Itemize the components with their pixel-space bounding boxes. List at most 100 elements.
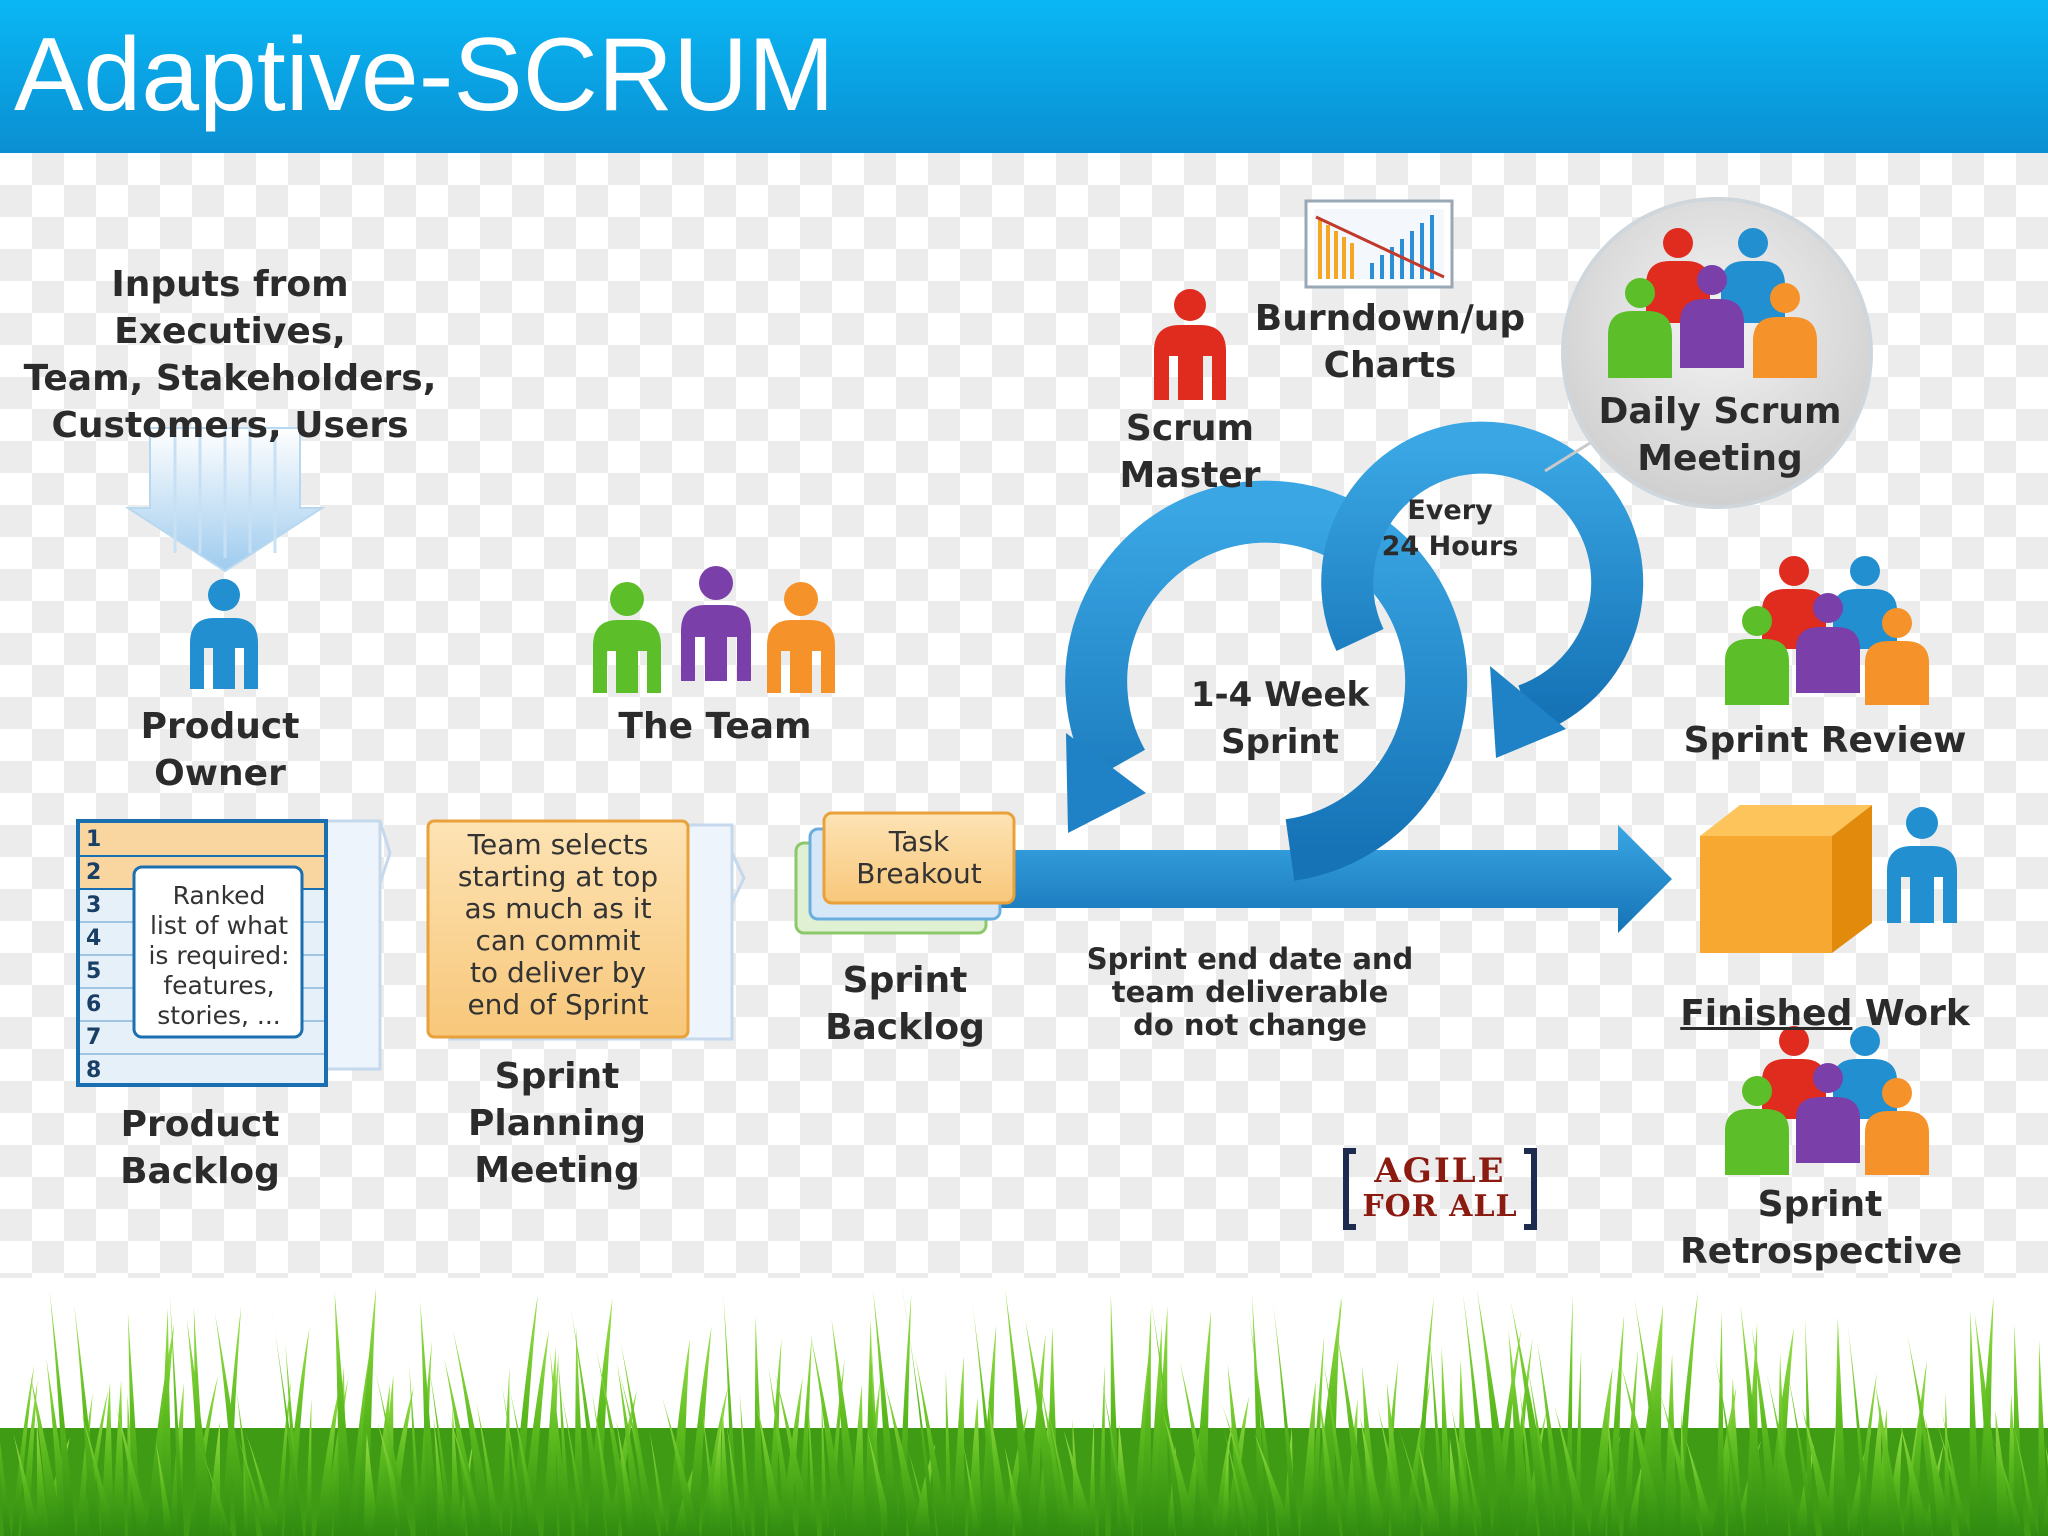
grass-blade — [208, 1421, 222, 1536]
grass-blade — [1519, 1389, 1538, 1536]
grass-blade — [1005, 1288, 1037, 1536]
backlog-row-6: 6 — [86, 992, 102, 1017]
grass-blade — [901, 1286, 937, 1536]
grass-blade — [768, 1366, 796, 1536]
grass-blade — [1322, 1354, 1352, 1536]
grass-blade — [821, 1394, 829, 1536]
sprint-end-note: Sprint end date and team deliverable do … — [1086, 942, 1414, 1042]
grass-blade — [1155, 1306, 1169, 1536]
grass-blade — [1252, 1294, 1268, 1536]
grass-blade — [1969, 1309, 1981, 1536]
finished-work-label: Finished Work — [1680, 943, 1970, 1037]
inputs-label: Inputs from Executives, Team, Stakeholde… — [23, 264, 437, 446]
grass-blade — [754, 1315, 766, 1536]
grass-blade — [1026, 1333, 1046, 1536]
grass-blade — [1685, 1438, 1716, 1536]
grass-blade — [2041, 1494, 2048, 1536]
grass-blade — [906, 1444, 932, 1536]
grass-blade — [1708, 1325, 1746, 1536]
product-owner-person-icon — [190, 579, 258, 689]
grass-blade — [1476, 1289, 1515, 1536]
grass-blade — [511, 1294, 538, 1536]
grass-blade — [1607, 1409, 1620, 1536]
grass-blade — [1526, 1359, 1556, 1536]
backlog-row-3: 3 — [86, 893, 102, 918]
grass-blade — [1221, 1445, 1230, 1536]
grass-blade — [1300, 1379, 1316, 1536]
product-backlog-note: Ranked list of what is required: feature… — [148, 881, 290, 1030]
grass-blade — [952, 1355, 966, 1536]
grass-blade — [11, 1364, 35, 1536]
finished-work-label-rest: Work — [1852, 993, 1970, 1034]
daily-scrum-label: Daily Scrum Meeting — [1598, 391, 1842, 479]
agile-logo-line2: FOR ALL — [1362, 1189, 1518, 1224]
grass-blade — [1386, 1381, 1406, 1536]
grass-blade — [686, 1325, 712, 1536]
grass-blade — [1098, 1364, 1106, 1536]
grass-blade — [774, 1373, 815, 1536]
sprint-retrospective-people-icon — [1725, 1026, 1929, 1175]
grass-blade — [116, 1408, 152, 1536]
sprint-backlog-cards — [794, 811, 1016, 935]
grass-blade — [897, 1294, 912, 1536]
grass-blade — [196, 1440, 233, 1536]
grass-blade — [1336, 1328, 1372, 1536]
grass-blade — [1751, 1327, 1783, 1536]
grass-blade — [1063, 1429, 1096, 1536]
grass-blade — [30, 1374, 65, 1536]
the-team-label: The Team — [618, 706, 812, 747]
grass-blade — [2013, 1425, 2039, 1536]
grass-blade — [591, 1390, 616, 1536]
sprint-retrospective-label: Sprint Retrospective — [1680, 1184, 1963, 1272]
grass-blade — [74, 1304, 101, 1536]
grass-blade — [808, 1400, 818, 1536]
grass-blade — [509, 1389, 540, 1536]
grass-blade — [1133, 1341, 1151, 1536]
grass-blade — [80, 1410, 116, 1536]
grass-blade — [913, 1443, 936, 1536]
grass-blade — [1875, 1384, 1904, 1536]
grass-blade — [1413, 1296, 1434, 1536]
inputs-arrows-icon — [124, 427, 326, 573]
grass-blade — [1659, 1391, 1702, 1536]
grass-blade — [1099, 1368, 1129, 1536]
grass-blade — [618, 1368, 659, 1536]
the-team-people-icon — [593, 566, 835, 693]
grass-blade — [1394, 1417, 1432, 1536]
grass-blade — [215, 1313, 251, 1536]
grass-blade — [1038, 1375, 1070, 1536]
product-backlog-label: Product Backlog — [120, 1104, 280, 1192]
grass-blade — [559, 1384, 588, 1536]
grass-blade — [112, 1380, 126, 1536]
agile-logo-text: AGILE FOR ALL — [1356, 1153, 1524, 1225]
sprint-planning-note: Team selects starting at top as much as … — [457, 828, 659, 1021]
grass-blade — [1417, 1442, 1442, 1536]
grass-blade — [1826, 1413, 1838, 1536]
scrum-master-person-icon — [1154, 289, 1226, 400]
grass-blade — [1664, 1353, 1678, 1536]
grass-blade — [1272, 1298, 1300, 1536]
burndown-charts-label: Burndown/up Charts — [1254, 298, 1526, 386]
daily-loop-label: Every 24 Hours — [1381, 495, 1519, 562]
grass-blade — [0, 1441, 12, 1536]
burndown-chart-icon — [1304, 199, 1454, 289]
grass-blade — [661, 1396, 701, 1536]
grass-blade — [232, 1424, 270, 1536]
sprint-planning-label: Sprint Planning Meeting — [467, 1056, 646, 1191]
grass-blade — [1834, 1317, 1849, 1536]
grass-blade — [850, 1384, 866, 1536]
grass-blade — [963, 1443, 981, 1536]
grass-blade — [1462, 1292, 1493, 1536]
grass-blade — [1635, 1314, 1662, 1536]
grass-blade — [1589, 1367, 1613, 1536]
grass-blade — [315, 1385, 340, 1536]
slide-title: Adaptive-SCRUM — [14, 17, 835, 133]
grass-blade — [1192, 1310, 1212, 1536]
product-backlog-stack — [76, 819, 392, 1087]
grass-blade — [356, 1287, 377, 1536]
grass-blade — [372, 1361, 411, 1536]
grass-blade — [1179, 1360, 1217, 1536]
finished-work-box-icon — [1700, 805, 1872, 953]
grass-blade — [1777, 1352, 1789, 1536]
grass-blade — [1554, 1404, 1591, 1536]
